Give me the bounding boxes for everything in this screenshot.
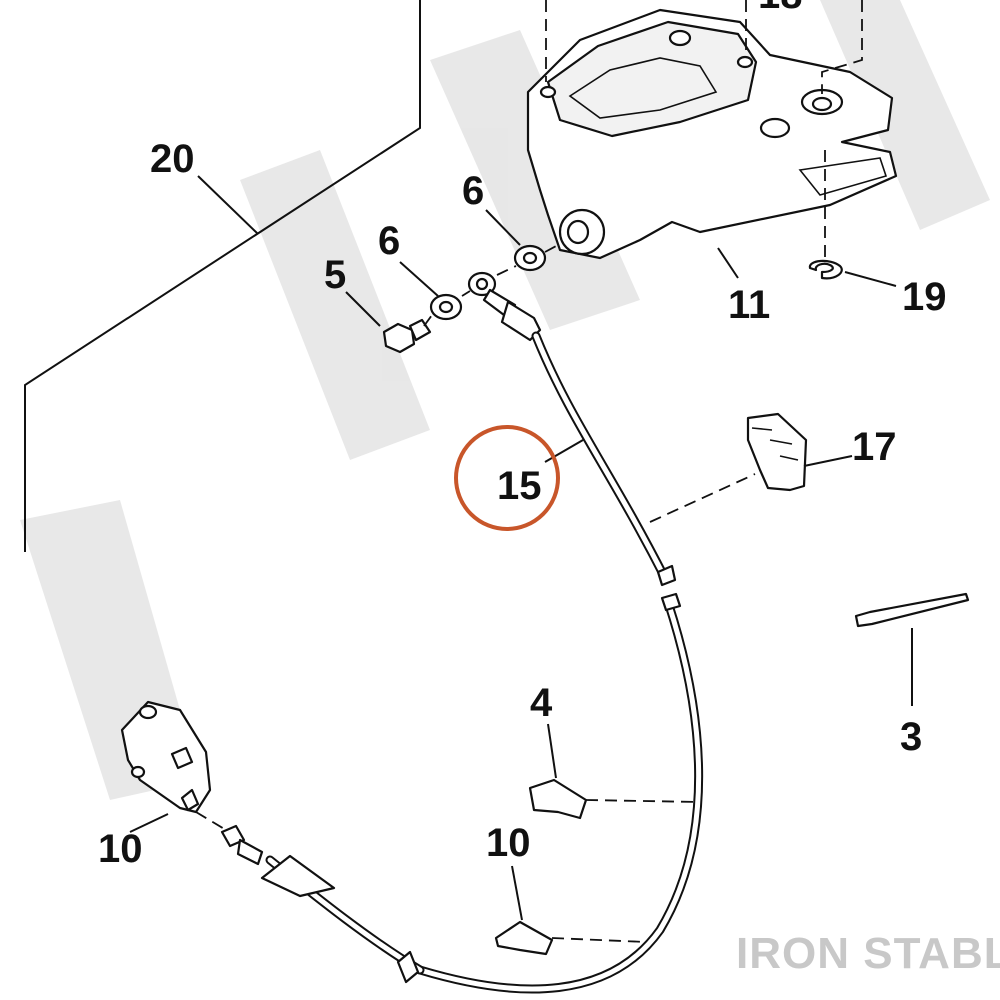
washer-6-right <box>513 244 547 272</box>
leader-4 <box>547 723 557 779</box>
callout-11: 11 <box>728 283 770 327</box>
leader-6-right <box>485 209 521 246</box>
callout-20: 20 <box>150 137 195 181</box>
leader-10-left <box>129 813 169 833</box>
retaining-ring <box>808 259 843 280</box>
callout-3: 3 <box>900 715 922 759</box>
dash-top-3 <box>821 0 863 94</box>
dash-caliper-fitting <box>195 811 227 831</box>
callout-6-right: 6 <box>462 169 484 213</box>
leader-11 <box>717 247 739 279</box>
leader-17 <box>803 455 853 467</box>
brake-line-upper-end <box>656 564 677 587</box>
callout-4: 4 <box>530 681 553 725</box>
dash-17-line <box>649 473 756 523</box>
callout-5: 5 <box>324 253 346 297</box>
callout-10-lower: 10 <box>486 821 531 865</box>
leader-19 <box>844 271 897 287</box>
dash-5-6 <box>423 314 433 327</box>
callout-6-left: 6 <box>378 219 400 263</box>
clip-17 <box>746 412 808 492</box>
callout-18-partial: 18 <box>758 0 803 17</box>
callout-17: 17 <box>852 425 897 469</box>
master-cylinder-housing <box>526 8 898 260</box>
leader-6-left <box>399 261 439 297</box>
callout-10-left: 10 <box>98 827 143 871</box>
leader-15 <box>544 439 584 463</box>
dash-6-banjo <box>461 290 471 297</box>
washer-6-left <box>429 293 463 321</box>
highlight-circle-15 <box>454 425 560 531</box>
clip-10-lower <box>494 920 554 956</box>
cable-tie-3 <box>854 592 970 628</box>
callout-19: 19 <box>902 275 947 319</box>
banjo-bolt <box>382 318 432 354</box>
leader-5 <box>345 291 381 327</box>
caliper-fitting <box>220 824 336 898</box>
dash-6-housing <box>544 243 561 253</box>
frame-line-20 <box>24 0 421 552</box>
brake-caliper <box>120 700 212 814</box>
clip-4 <box>528 778 588 820</box>
banjo-fitting <box>467 271 542 342</box>
dash-6-6 <box>496 265 517 276</box>
leader-20 <box>197 175 259 235</box>
callout-15: 15 <box>497 464 542 508</box>
leader-10-lower <box>511 865 523 921</box>
dash-4-line <box>585 799 701 803</box>
dash-10-line <box>551 937 647 943</box>
brand-watermark: IRON STABLE <box>736 929 1000 978</box>
